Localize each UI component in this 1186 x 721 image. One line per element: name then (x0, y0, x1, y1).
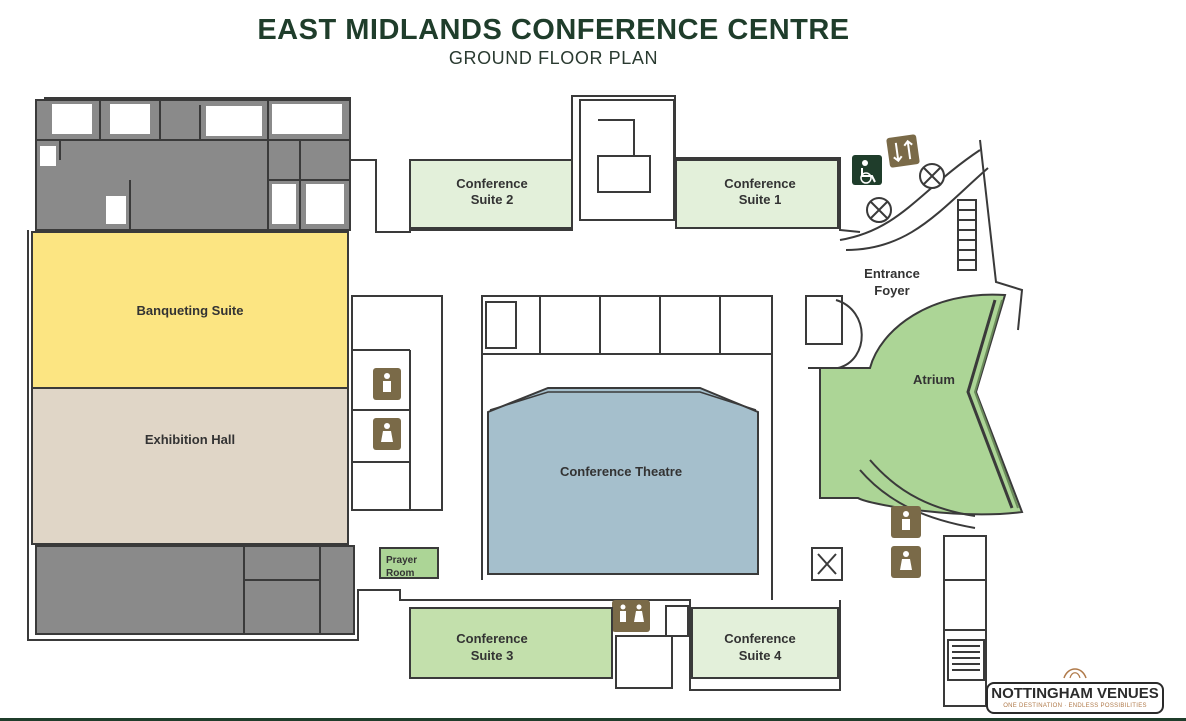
atrium-room[interactable]: Atrium (808, 293, 1024, 516)
logo-tagline: ONE DESTINATION · ENDLESS POSSIBILITIES (1003, 703, 1147, 709)
building-outline (27, 95, 1024, 691)
conference-suite-1-label-line1: Conference (724, 176, 796, 191)
banqueting-suite-room[interactable]: Banqueting Suite (31, 231, 349, 389)
entrance-curve (839, 149, 989, 271)
theatre-ancillary (481, 295, 843, 600)
central-top-core (579, 99, 675, 221)
prayer-room[interactable]: Prayer Room (379, 547, 439, 579)
lift-icon (886, 134, 920, 168)
conference-suite-3-label-line2: Suite 3 (471, 648, 514, 663)
conference-suite-1-label-line2: Suite 1 (739, 192, 782, 207)
banqueting-suite-label: Banqueting Suite (137, 303, 244, 318)
toilet-icon (373, 368, 401, 400)
revolving-door-icon[interactable] (866, 163, 945, 223)
wheelchair-icon (852, 155, 882, 185)
conference-suite-3-label-line1: Conference (456, 631, 528, 646)
entrance-foyer-label-line1: Entrance (864, 266, 920, 281)
nottingham-venues-logo-icon (1063, 668, 1087, 679)
atrium-label: Atrium (913, 372, 955, 387)
nottingham-venues-logo: NOTTINGHAM VENUES ONE DESTINATION · ENDL… (986, 682, 1164, 714)
conference-suite-3-room[interactable]: Conference Suite 3 (409, 607, 613, 679)
entrance-foyer-label-line2: Foyer (874, 283, 909, 298)
toilet-icon (612, 600, 650, 632)
conference-theatre-room[interactable]: Conference Theatre (487, 387, 759, 575)
toilet-icon (373, 418, 401, 450)
toilet-icon (891, 546, 921, 578)
conference-suite-4-room[interactable]: Conference Suite 4 (691, 607, 839, 679)
conference-suite-4-label-line2: Suite 4 (739, 648, 782, 663)
conference-theatre-label: Conference Theatre (560, 464, 682, 479)
footer-divider (0, 718, 1186, 721)
service-area-bottom-left (35, 545, 355, 635)
page-subtitle: GROUND FLOOR PLAN (448, 48, 659, 68)
exhibition-hall-label: Exhibition Hall (145, 432, 235, 447)
conference-suite-2-label-line2: Suite 2 (471, 192, 514, 207)
exhibition-hall-room[interactable]: Exhibition Hall (31, 387, 349, 545)
prayer-room-label-line2: Room (386, 568, 414, 579)
right-core (811, 535, 987, 707)
logo-name: NOTTINGHAM VENUES (991, 685, 1159, 702)
conference-suite-2-room[interactable]: Conference Suite 2 (409, 159, 573, 229)
prayer-room-label-line1: Prayer (386, 555, 417, 566)
bottom-connector (615, 605, 689, 689)
conference-suite-2-label-line1: Conference (456, 176, 528, 191)
conference-suite-1-room[interactable]: Conference Suite 1 (675, 159, 839, 229)
toilet-icon (891, 506, 921, 538)
conference-suite-4-label-line1: Conference (724, 631, 796, 646)
toilet-block-left (351, 295, 443, 511)
entrance-foyer-area[interactable]: Entrance Foyer (864, 266, 920, 298)
service-area-top-left (35, 99, 351, 231)
page-title: EAST MIDLANDS CONFERENCE CENTRE (257, 14, 850, 46)
